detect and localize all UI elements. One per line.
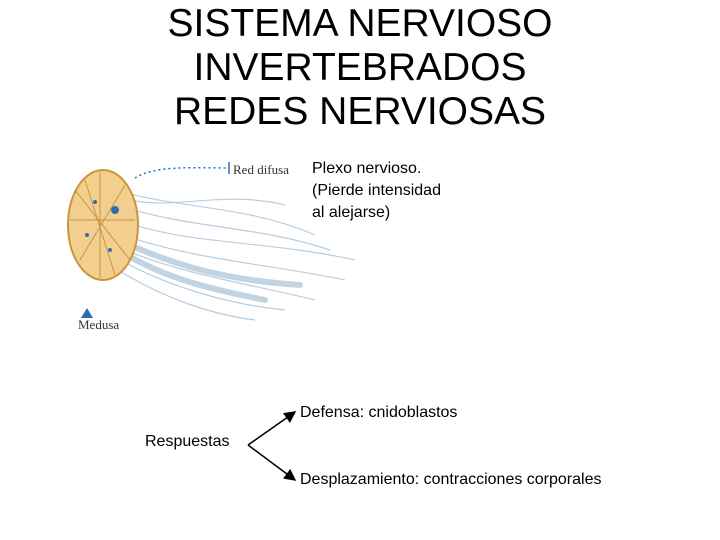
- desplazamiento-text: Desplazamiento: contracciones corporales: [300, 471, 602, 488]
- title-line-2: INVERTEBRADOS: [193, 46, 527, 89]
- plexo-note: Plexo nervioso. (Pierde intensidad al al…: [312, 158, 441, 224]
- branch-arrows: [247, 411, 297, 481]
- leader-line: [134, 166, 230, 179]
- arrow-defensa: [247, 411, 297, 446]
- arrow-desplazamiento: [247, 444, 297, 481]
- note-line-3: al alejarse): [312, 204, 391, 221]
- defensa-text: Defensa: cnidoblastos: [300, 404, 458, 421]
- label-medusa: Medusa: [78, 317, 120, 332]
- respuestas-label: Respuestas: [145, 433, 230, 450]
- note-line-2: (Pierde intensidad: [312, 182, 441, 199]
- title-line-3: REDES NERVIOSAS: [173, 90, 547, 133]
- triangle-icon: [81, 308, 93, 318]
- note-line-1: Plexo nervioso.: [312, 160, 422, 177]
- label-red-difusa: Red difusa: [233, 162, 289, 177]
- title-line-1: SISTEMA NERVIOSO: [167, 2, 553, 45]
- jellyfish-illustration: Red difusa Medusa: [55, 150, 375, 350]
- jellyfish-drawing: [67, 162, 356, 321]
- slide-title: SISTEMA NERVIOSO INVERTEBRADOS REDES NER…: [0, 2, 720, 134]
